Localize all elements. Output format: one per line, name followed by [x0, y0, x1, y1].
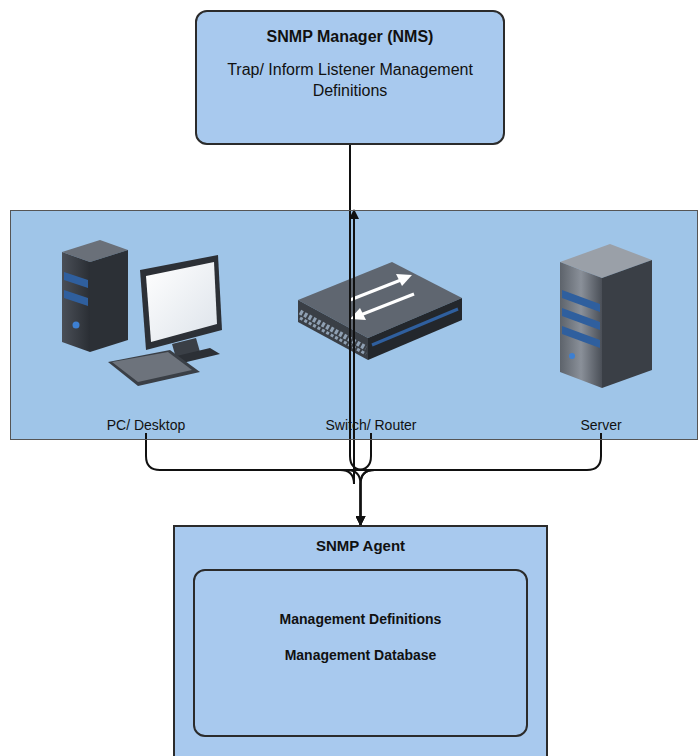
server-node: Server: [511, 241, 691, 433]
manager-box: SNMP Manager (NMS) Trap/ Inform Listener …: [195, 10, 505, 145]
connector-arrow: [361, 433, 602, 525]
pc-node: PC/ Desktop: [51, 241, 241, 433]
switch-icon: [298, 262, 462, 360]
node-text: Server: [580, 417, 621, 433]
node-text: PC/ Desktop: [107, 417, 186, 433]
connector-arrow: [340, 145, 364, 484]
node-text: Trap/ Inform Listener Management Definit…: [211, 60, 489, 102]
node-text: SNMP Manager (NMS): [267, 28, 434, 46]
connector-arrow: [146, 433, 361, 525]
node-text: Management Definitions: [280, 611, 442, 627]
agent-inner-box: Management DefinitionsManagement Databas…: [193, 569, 528, 737]
pc-icon: [62, 240, 222, 386]
agent-box: SNMP AgentManagement DefinitionsManageme…: [173, 525, 548, 756]
node-text: SNMP Agent: [175, 537, 546, 554]
device-band: PC/ Desktop Switch/ Router Server: [10, 210, 698, 440]
server-icon: [560, 244, 652, 388]
switch-node: Switch/ Router: [261, 241, 481, 433]
node-text: Switch/ Router: [325, 417, 416, 433]
node-text: Management Database: [285, 647, 437, 663]
